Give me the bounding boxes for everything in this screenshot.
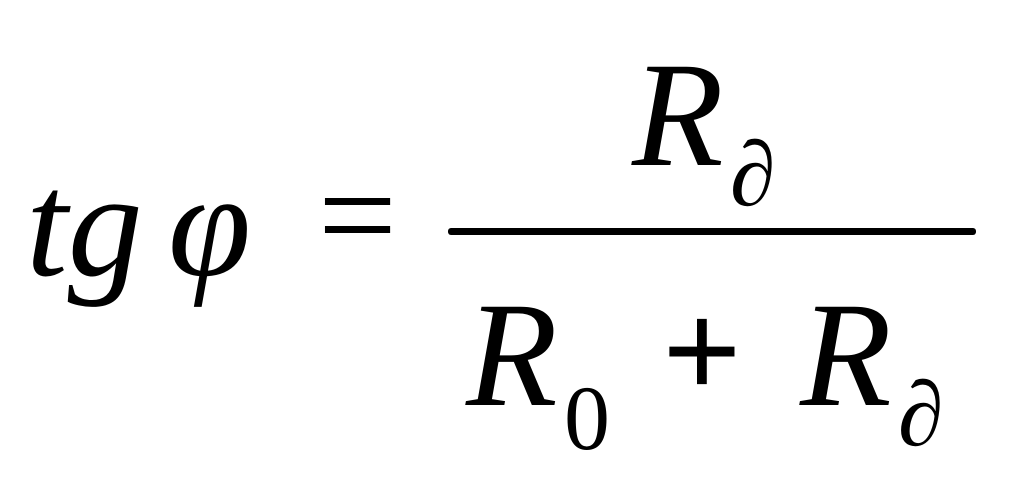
equals-sign: = (318, 138, 397, 293)
numerator-r: R (632, 32, 724, 198)
denominator-r0: R (466, 272, 558, 438)
plus-sign: + (662, 274, 742, 429)
phi-variable: φ (168, 142, 251, 308)
numerator-subscript: ∂ (730, 123, 776, 225)
denominator-subscript-partial: ∂ (898, 363, 944, 465)
denominator-subscript-zero: 0 (564, 367, 610, 469)
denominator-rd: R (800, 272, 892, 438)
fraction-bar (448, 228, 976, 235)
tg-function: tg (26, 142, 143, 308)
